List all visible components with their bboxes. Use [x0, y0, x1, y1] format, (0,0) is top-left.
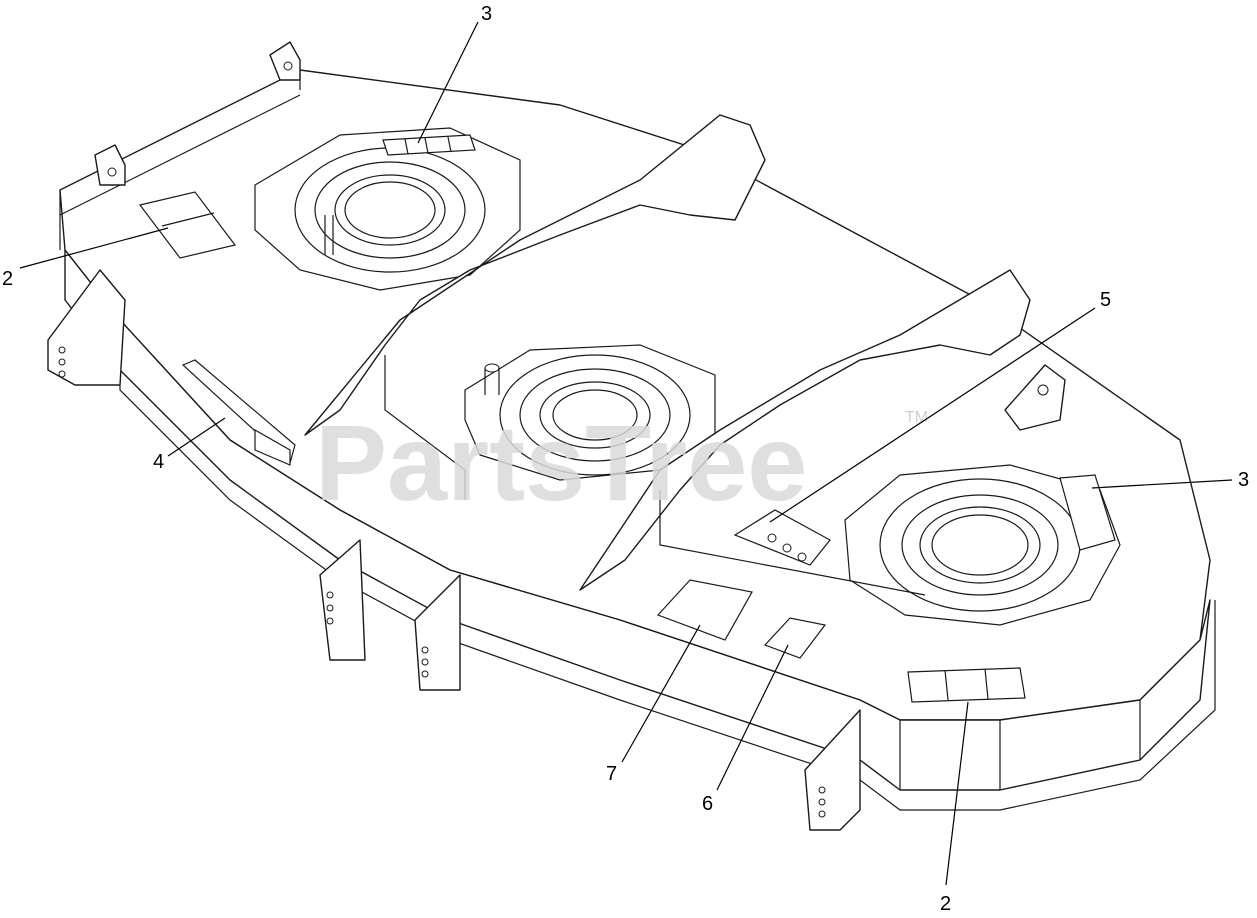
leader-6 [716, 644, 789, 791]
decal-brand-side [181, 359, 296, 466]
callout-2-left: 2 [2, 268, 13, 290]
callout-3-top: 3 [481, 3, 492, 25]
leader-2-left [19, 227, 169, 269]
decal-warning-top [382, 134, 476, 156]
decal-warning-left [138, 191, 237, 259]
callout-6: 6 [702, 793, 713, 815]
decal-height-chart [733, 509, 831, 566]
callout-5: 5 [1100, 289, 1111, 311]
leader-lines [19, 21, 1233, 886]
decal-instruction [656, 579, 753, 641]
leader-2-bottom [945, 701, 969, 886]
callout-2-bottom: 2 [940, 893, 951, 915]
decal-caution [763, 617, 827, 659]
decal-warning-right [1059, 474, 1116, 551]
callout-4: 4 [153, 451, 164, 473]
decal-warning-front [907, 667, 1026, 703]
leader-3-top [417, 21, 479, 144]
callout-3-right: 3 [1238, 469, 1249, 491]
callout-labels: 3 2 5 3 4 7 6 2 [2, 3, 1249, 915]
watermark-text: PartsTree [315, 402, 807, 523]
spindle-center [464, 344, 716, 481]
belt-cover [304, 114, 1031, 596]
rear-brackets [94, 41, 1066, 431]
front-brackets [47, 269, 861, 831]
leader-5 [769, 307, 1096, 523]
leader-3-right [1091, 479, 1233, 489]
watermark-trademark: TM [905, 409, 928, 426]
leader-4 [167, 417, 226, 457]
leader-7 [621, 624, 701, 763]
callout-7: 7 [606, 763, 617, 785]
